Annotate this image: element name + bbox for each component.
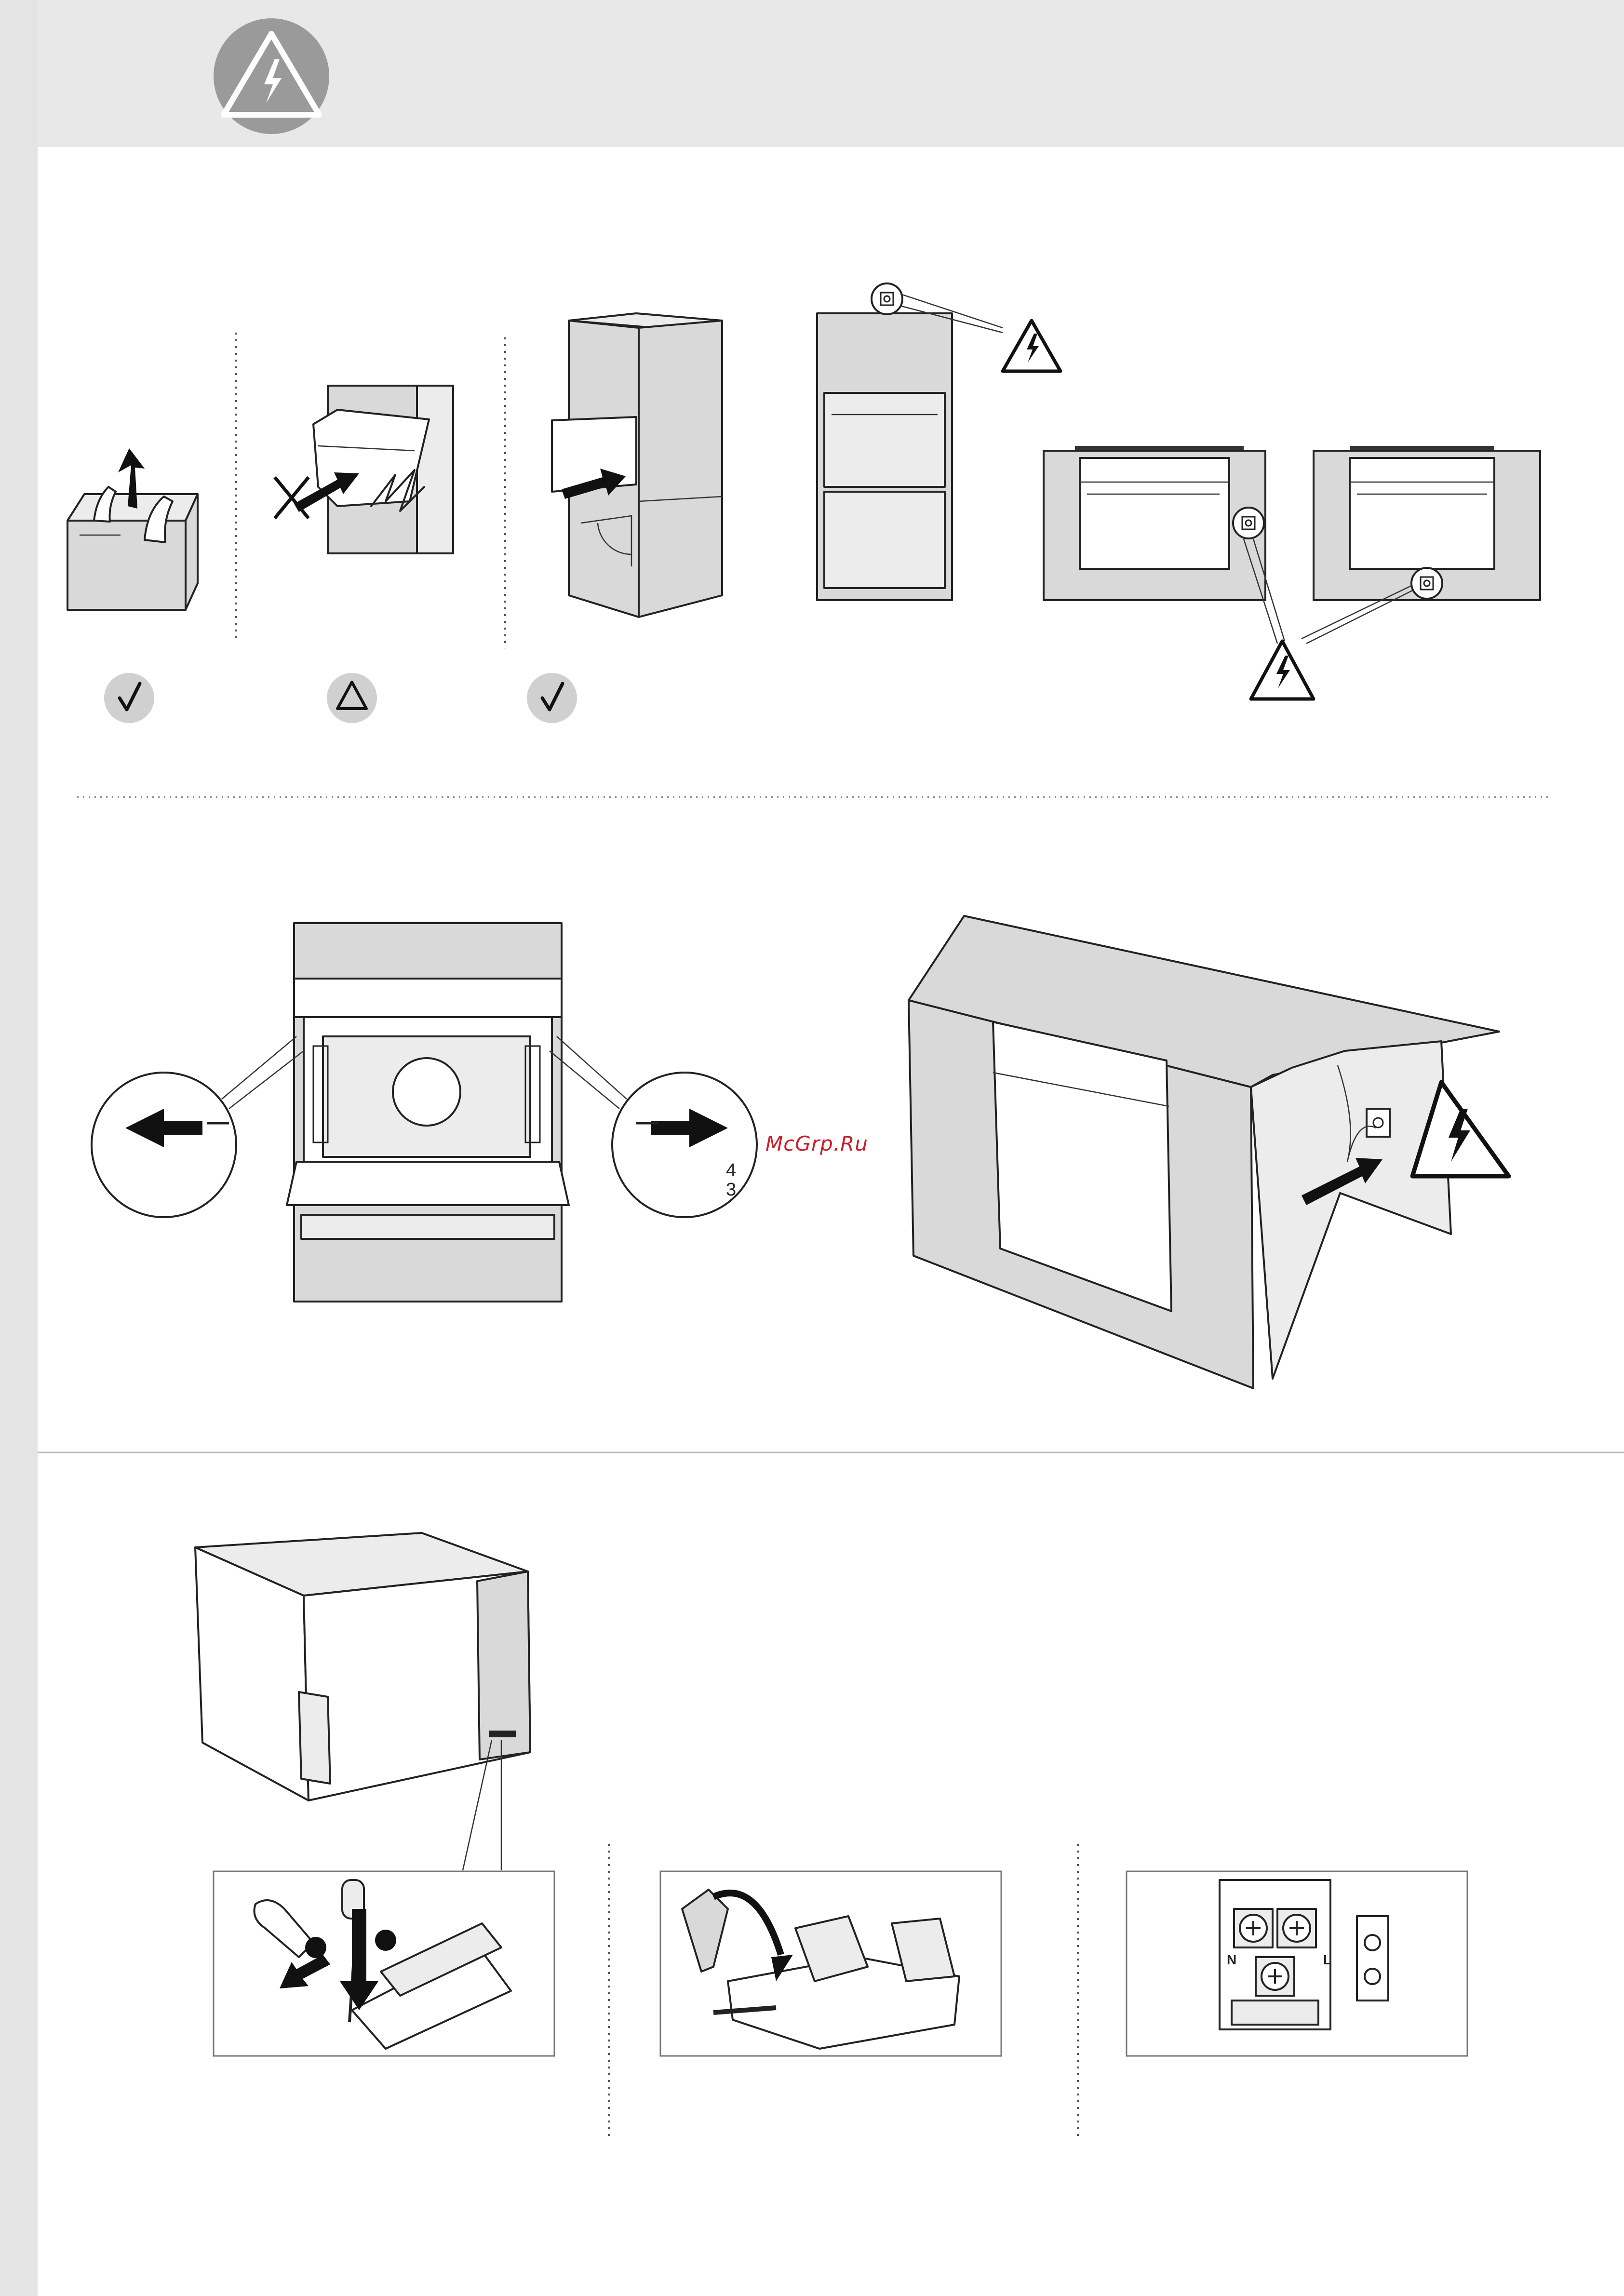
tall-cabinet-socket-illustration — [817, 283, 1060, 600]
rack-level-4: 4 — [726, 1160, 736, 1181]
oven-box-rating-label-illustration — [195, 1533, 530, 1870]
under-counter-socket-side-illustration — [1044, 446, 1285, 644]
terminal-block-illustration — [1127, 1871, 1467, 2056]
tall-column-insert-illustration — [552, 313, 722, 617]
built-in-wall-socket-illustration — [909, 916, 1499, 1388]
electric-hazard-icon — [1003, 321, 1060, 371]
terminal-lever-illustration — [660, 1871, 1001, 2056]
watermark-text: McGrp.Ru — [765, 1132, 868, 1155]
checkmark-icon — [104, 673, 154, 723]
under-counter-socket-bottom-illustration — [1302, 446, 1540, 644]
terminal-cover-open-illustration — [214, 1871, 554, 2056]
terminal-label-n: N — [1227, 1952, 1236, 1967]
lift-oven-illustration — [67, 448, 198, 610]
wall-socket-icon — [1367, 1109, 1390, 1137]
caution-triangle-icon — [327, 673, 377, 723]
rack-level-3: 3 — [726, 1180, 736, 1200]
wrong-handling-illustration — [275, 386, 453, 553]
electric-hazard-icon — [1251, 641, 1314, 699]
oven-front-screws-illustration — [92, 923, 757, 1302]
header-hazard-badge — [214, 18, 329, 134]
terminal-label-l: L — [1323, 1952, 1331, 1967]
checkmark-icon — [527, 673, 577, 723]
